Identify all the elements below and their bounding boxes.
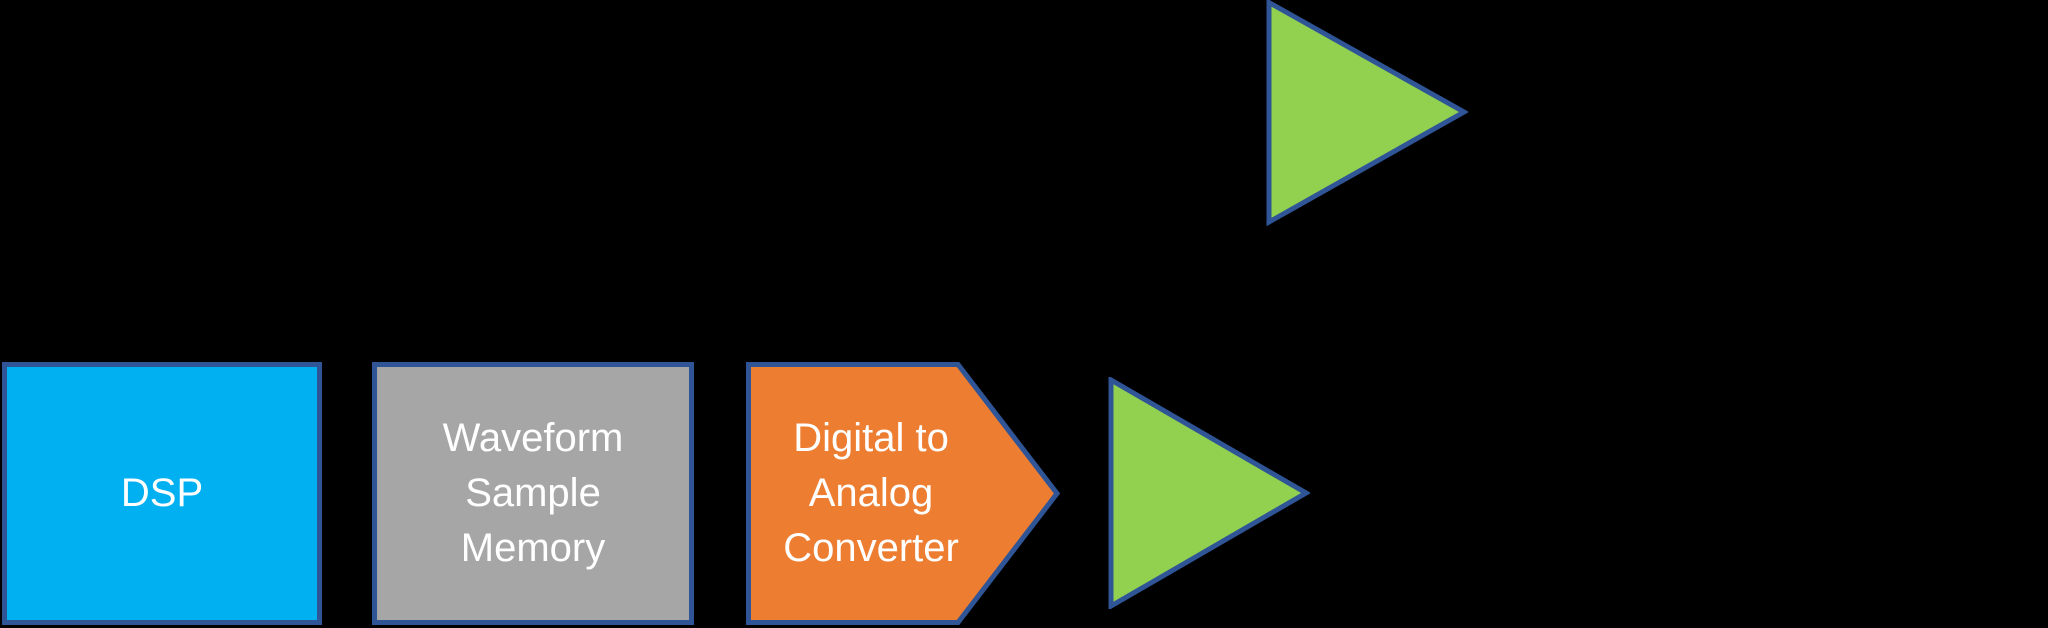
amplifier-triangle-2-shape [1266,0,1468,226]
waveform-memory-label-line1: Waveform [442,416,624,460]
amplifier-triangle-2 [1266,0,1468,226]
dac-pentagon-shape [746,362,1060,625]
connector-dsp-memory [319,486,377,500]
amplifier-triangle-1 [1108,377,1310,609]
waveform-memory-label-line3: Memory [460,526,606,570]
connector-dac-amp2 [1080,105,1273,493]
dac-block [746,362,1060,625]
amplifier-triangle-1-shape [1108,377,1310,609]
waveform-memory-label-line2: Sample [465,471,601,515]
connector-memory-dac [691,486,749,500]
dsp-label: DSP [120,471,204,515]
waveform-memory-block: Waveform Sample Memory [372,362,694,625]
dsp-block: DSP [2,362,322,625]
